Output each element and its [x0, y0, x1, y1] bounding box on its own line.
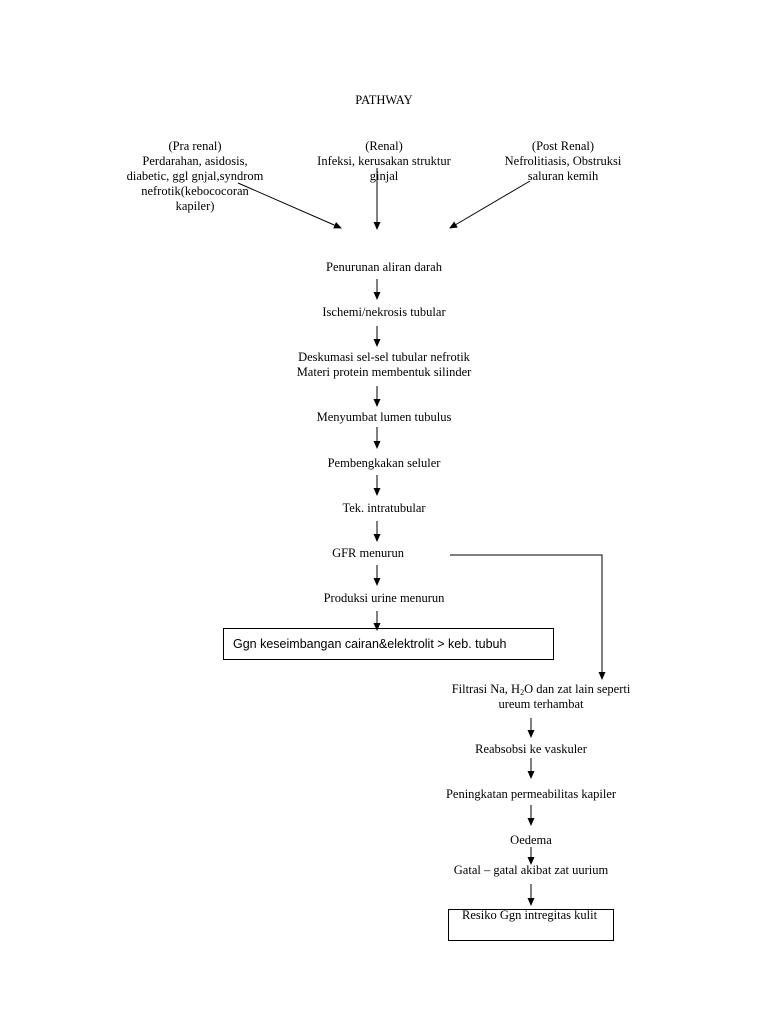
outcome-box-ggn-keseimbangan	[223, 628, 554, 660]
cause-pra-renal-line: nefrotik(kebococoran	[141, 184, 249, 198]
cause-pra-renal-line: diabetic, ggl gnjal,syndrom	[126, 169, 264, 183]
step-penurunan-aliran-darah: Penurunan aliran darah	[326, 260, 442, 274]
cause-pra-renal-line: kapiler)	[175, 199, 215, 213]
step-reabsobsi: Reabsobsi ke vaskuler	[475, 742, 587, 756]
cause-post-renal-line: Nefrolitiasis, Obstruksi	[504, 154, 622, 168]
step-pembengkakan-seluler: Pembengkakan seluler	[327, 456, 441, 470]
page-title: PATHWAY	[355, 93, 413, 107]
arrow-post-renal	[449, 180, 531, 229]
step-gfr-menurun: GFR menurun	[332, 546, 404, 560]
arrow-gfr-branch	[450, 554, 606, 680]
cause-renal-line: Infeksi, kerusakan struktur	[317, 154, 451, 168]
filtrasi-text-post: O dan zat lain seperti	[524, 682, 631, 696]
step-deskumasi-line: Deskumasi sel-sel tubular nefrotik	[298, 350, 470, 364]
step-produksi-urine: Produksi urine menurun	[323, 591, 445, 605]
cause-post-renal: (Post Renal) Nefrolitiasis, Obstruksi sa…	[473, 139, 653, 184]
step-deskumasi: Deskumasi sel-sel tubular nefrotik Mater…	[254, 350, 514, 380]
cause-pra-renal: (Pra renal) Perdarahan, asidosis, diabet…	[105, 139, 285, 214]
filtrasi-text-pre: Filtrasi Na, H	[451, 682, 521, 696]
outcome-ggn-keseimbangan-label: Ggn keseimbangan cairan&elektrolit > keb…	[233, 637, 507, 651]
step-filtrasi-line1: Filtrasi Na, H2O dan zat lain seperti	[411, 682, 671, 697]
cause-post-renal-line: saluran kemih	[527, 169, 599, 183]
filtrasi-subscript: 2	[520, 688, 525, 697]
step-ischemi-nekrosis: Ischemi/nekrosis tubular	[322, 305, 446, 319]
step-peningkatan-permeabilitas: Peningkatan permeabilitas kapiler	[445, 787, 617, 801]
cause-renal-heading: (Renal)	[365, 139, 403, 153]
cause-post-renal-heading: (Post Renal)	[531, 139, 595, 153]
step-filtrasi: Filtrasi Na, H2O dan zat lain seperti ur…	[411, 682, 671, 712]
step-tek-intratubular: Tek. intratubular	[342, 501, 426, 515]
step-gatal: Gatal – gatal akibat zat uurium	[453, 863, 609, 877]
outcome-resiko-label: Resiko Ggn intregitas kulit	[462, 908, 598, 922]
arrow-pra-renal	[237, 182, 342, 229]
step-menyumbat-lumen: Menyumbat lumen tubulus	[316, 410, 452, 424]
cause-pra-renal-heading: (Pra renal)	[168, 139, 222, 153]
step-deskumasi-line: Materi protein membentuk silinder	[296, 365, 472, 379]
cause-pra-renal-line: Perdarahan, asidosis,	[142, 154, 248, 168]
step-oedema: Oedema	[510, 833, 552, 847]
step-filtrasi-line2: ureum terhambat	[498, 697, 584, 711]
outcome-box-resiko	[448, 909, 614, 941]
